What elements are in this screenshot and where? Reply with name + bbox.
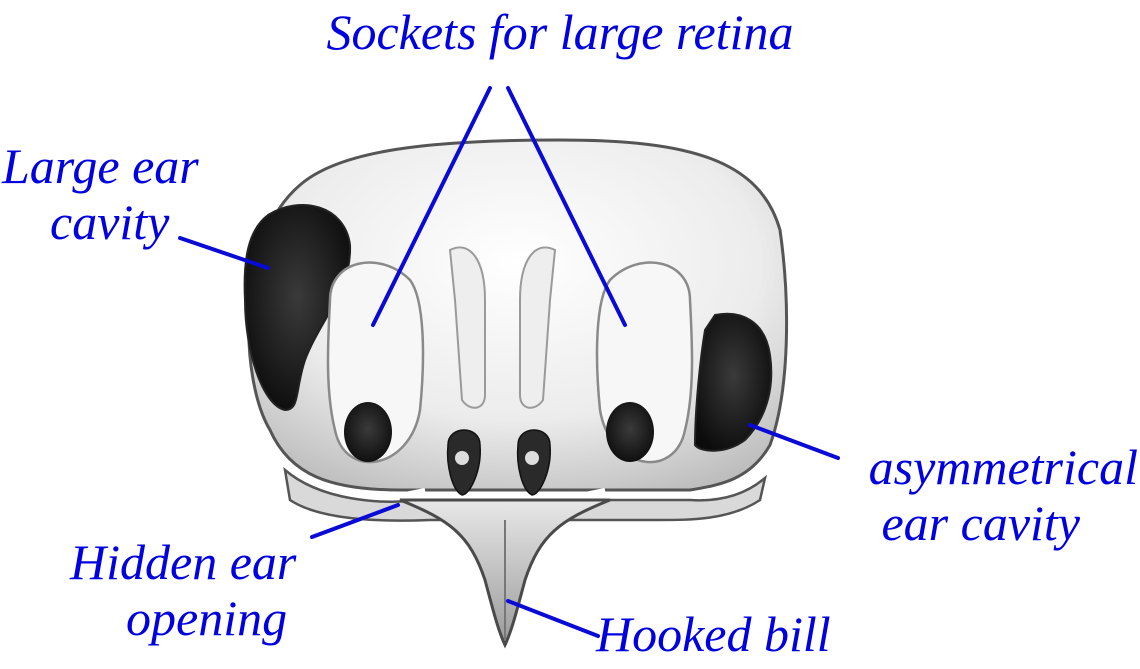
- label-hidden-ear-opening: Hidden ear opening: [70, 534, 350, 646]
- label-large-ear-cavity: Large ear cavity: [2, 138, 222, 250]
- label-hidden-line1: Hidden ear: [70, 534, 296, 590]
- label-hidden-line2: opening: [70, 590, 350, 646]
- label-asymmetrical-ear-cavity: asymmetrical ear cavity: [838, 439, 1138, 551]
- label-hooked-bill: Hooked bill: [596, 606, 896, 662]
- label-large-ear-line2: cavity: [2, 194, 222, 250]
- label-asym-line2: ear cavity: [838, 495, 1138, 551]
- pointer-line-hooked-bill: [508, 601, 598, 636]
- label-sockets: Sockets for large retina: [290, 4, 830, 60]
- left-nostril-highlight: [455, 451, 469, 465]
- right-nostril-highlight: [525, 451, 539, 465]
- left-socket-hole: [344, 402, 392, 462]
- label-sockets-text: Sockets for large retina: [326, 4, 793, 60]
- label-hooked-text: Hooked bill: [596, 606, 831, 662]
- right-socket-hole: [606, 402, 654, 462]
- label-asym-line1: asymmetrical: [869, 439, 1138, 495]
- label-large-ear-line1: Large ear: [2, 138, 199, 194]
